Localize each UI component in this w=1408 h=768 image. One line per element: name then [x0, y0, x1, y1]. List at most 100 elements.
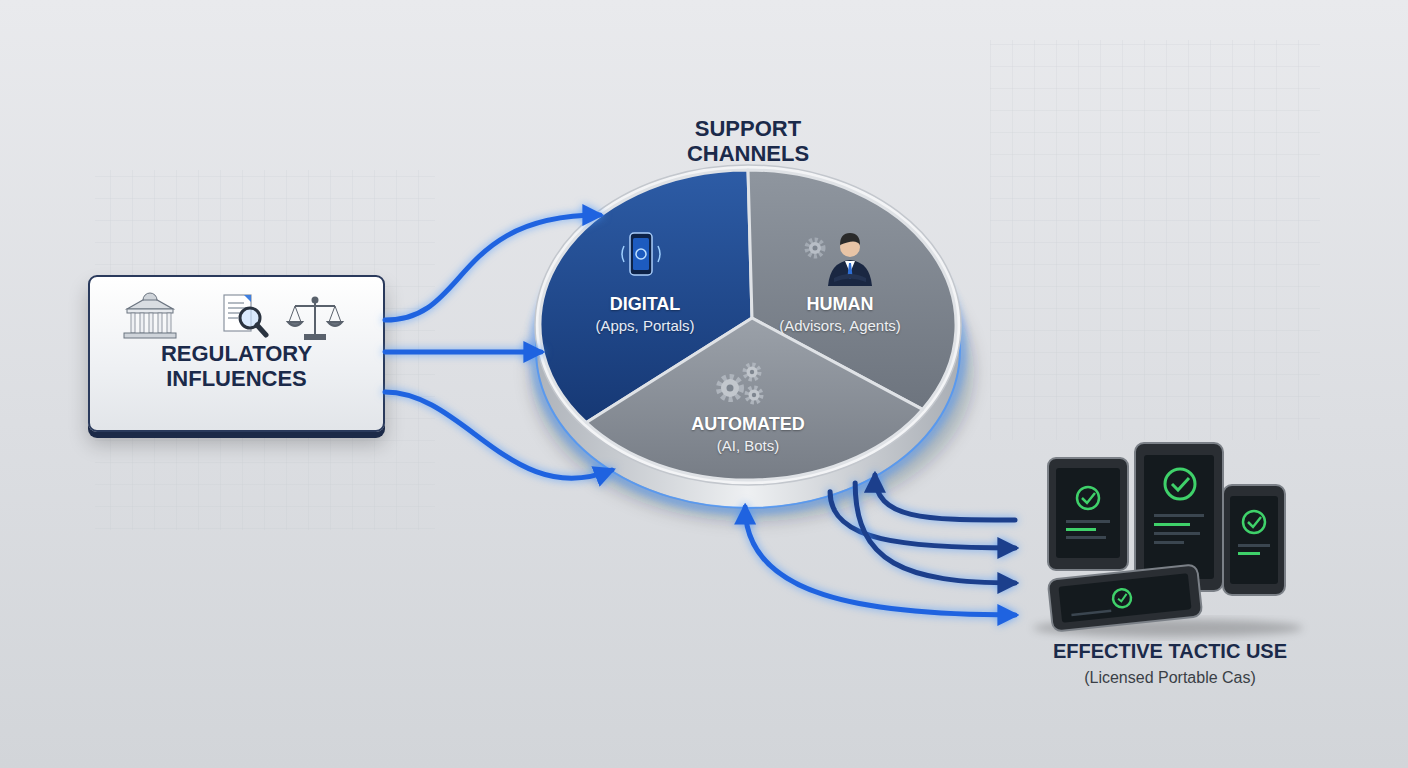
- segment-wedge: [586, 318, 922, 480]
- outcome-detail: (Licensed Portable Cas): [1020, 669, 1320, 687]
- scales-icon: [295, 306, 301, 322]
- person-icon: [834, 274, 866, 282]
- phone-right: [1248, 517, 1261, 527]
- document-magnifier-icon: [224, 295, 266, 335]
- gears-icon: [721, 379, 739, 397]
- disc-heading: SUPPORT CHANNELS: [658, 116, 838, 167]
- tablet-center: [1172, 478, 1189, 490]
- document-magnifier-icon: [228, 307, 246, 309]
- device-illustration: [1033, 443, 1303, 637]
- building-icon: [167, 313, 171, 333]
- outcome-heading: EFFECTIVE TACTIC USE: [1015, 640, 1325, 663]
- connector-arrow: [385, 215, 600, 320]
- gear-icon: [809, 242, 821, 254]
- phone-lying: [1071, 610, 1111, 617]
- phone-icon: [658, 246, 660, 262]
- person-icon: [840, 237, 860, 257]
- building-icon: [140, 313, 144, 333]
- document-magnifier-icon: [228, 302, 244, 304]
- gears-icon: [719, 377, 741, 399]
- tablet-center: [1135, 443, 1223, 591]
- scales-icon: [335, 306, 341, 322]
- scales-icon: [288, 298, 342, 340]
- phone-icon: [633, 238, 649, 270]
- gear-icon: [813, 246, 818, 251]
- gears-icon: [750, 370, 754, 374]
- scales-icon: [289, 306, 295, 322]
- phone-lying: [1048, 564, 1203, 631]
- building-icon: [124, 333, 176, 338]
- person-icon: [840, 233, 860, 245]
- gears-icon: [745, 365, 759, 379]
- building-icon: [127, 309, 173, 313]
- scales-icon: [328, 322, 342, 326]
- tablet-left: [1048, 458, 1128, 570]
- device-illustration: [1033, 619, 1303, 637]
- building-icon: [143, 293, 157, 300]
- regulatory-box: REGULATORY INFLUENCES: [88, 275, 385, 432]
- gears-icon: [727, 385, 734, 392]
- scales-icon: [295, 305, 335, 307]
- device-group: EFFECTIVE TACTIC USE (Licensed Portable C…: [1015, 445, 1325, 695]
- document-magnifier-icon: [240, 308, 260, 328]
- tablet-center: [1154, 514, 1204, 517]
- phone-icon: [630, 233, 652, 275]
- connector-arrow: [745, 507, 1015, 615]
- tablet-left: [1048, 458, 1128, 570]
- segment-detail: (Apps, Portals): [550, 317, 740, 334]
- connector-arrow: [875, 475, 1015, 520]
- person-icon: [828, 260, 872, 286]
- scales-icon: [314, 300, 316, 336]
- building-icon: [131, 313, 135, 333]
- document-magnifier-icon: [228, 312, 240, 314]
- tablet-center: [1154, 532, 1200, 535]
- phone-right: [1230, 496, 1278, 584]
- tablet-left: [1056, 468, 1120, 558]
- building-icon: [127, 296, 173, 309]
- tablet-center: [1154, 541, 1184, 544]
- segment-heading: HUMAN: [755, 294, 925, 315]
- tablet-left: [1066, 536, 1106, 539]
- scales-icon: [329, 306, 335, 322]
- phone-lying: [1118, 594, 1128, 602]
- document-magnifier-icon: [224, 295, 251, 331]
- person-icon: [845, 261, 855, 273]
- phone-right: [1238, 544, 1270, 547]
- tablet-center: [1165, 469, 1195, 499]
- phone-lying: [1048, 564, 1203, 631]
- tablet-center: [1154, 523, 1190, 526]
- tablet-center: [1135, 443, 1223, 591]
- tablet-left: [1066, 520, 1110, 523]
- channel-disc: SUPPORT CHANNELSDIGITAL(Apps, Portals)HU…: [530, 100, 970, 520]
- segment-shape: [586, 312, 923, 482]
- phone-lying: [1112, 588, 1132, 608]
- phone-right: [1238, 552, 1260, 555]
- scales-icon: [288, 322, 302, 326]
- person-icon: [848, 263, 853, 279]
- connector-arrow: [385, 392, 612, 478]
- box-title: REGULATORY INFLUENCES: [117, 341, 357, 392]
- scales-icon: [313, 298, 318, 303]
- disc-base: [530, 165, 974, 522]
- phone-icon: [622, 246, 624, 262]
- gears-icon: [747, 367, 758, 378]
- connector-arrow: [830, 492, 1015, 548]
- connector-arrow: [385, 349, 541, 354]
- phone-right: [1243, 511, 1265, 533]
- gear-icon: [807, 240, 823, 256]
- building-icon: [124, 293, 176, 338]
- phone-icon: [636, 249, 646, 259]
- disc-base: [535, 165, 961, 485]
- phone-right: [1223, 485, 1285, 595]
- segment-detail: (AI, Bots): [653, 437, 843, 454]
- channel-segment: AUTOMATED(AI, Bots): [586, 312, 923, 482]
- person-icon: [828, 233, 872, 286]
- phone-right: [1223, 485, 1285, 595]
- phone-icon: [622, 233, 660, 275]
- building-icon: [149, 313, 153, 333]
- connector-arrow: [855, 483, 1015, 583]
- scales-icon: [305, 335, 325, 339]
